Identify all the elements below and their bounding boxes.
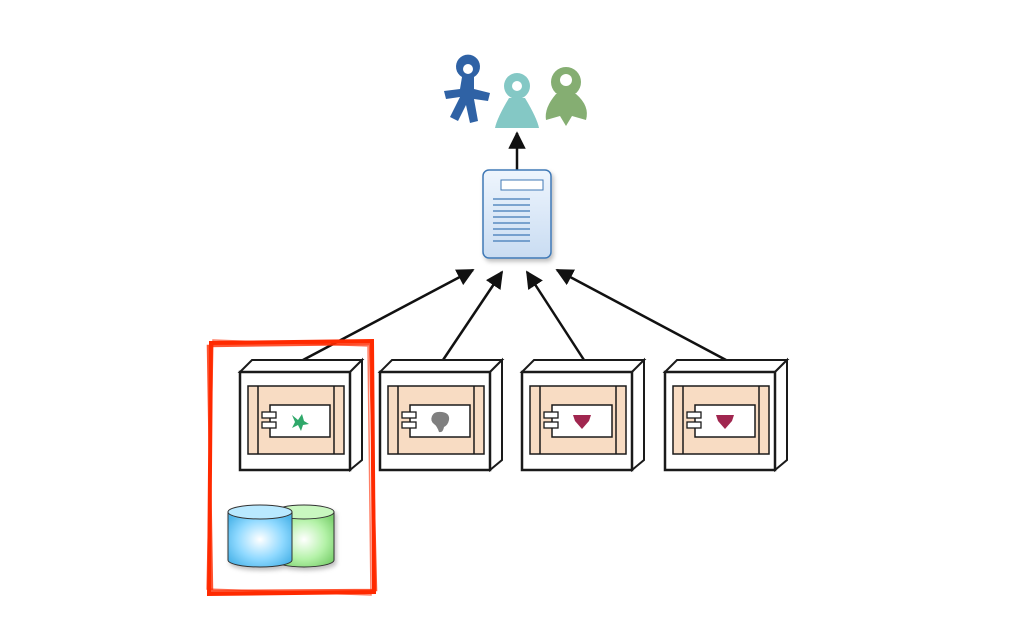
shield-icon [573,415,591,429]
highlight-box [206,338,378,597]
user-icon-teal [495,73,539,128]
database-icon-blue [227,504,293,568]
databases-group [227,504,335,568]
arrow-node-2 [441,270,504,361]
user-icon-blue [444,54,490,123]
arrow-node-4 [555,268,727,362]
server-node-3 [519,357,647,473]
server-node-4 [662,357,790,473]
shield-icon [716,415,734,429]
users-group [444,54,587,128]
server-node-1 [237,357,365,473]
server-node-2 [377,357,505,473]
arrow-node-3 [525,270,586,361]
blob-icon [431,411,450,433]
user-icon-green [545,67,587,126]
star-icon [292,414,309,431]
document-icon [482,169,552,259]
arrow-node-1 [302,268,475,362]
